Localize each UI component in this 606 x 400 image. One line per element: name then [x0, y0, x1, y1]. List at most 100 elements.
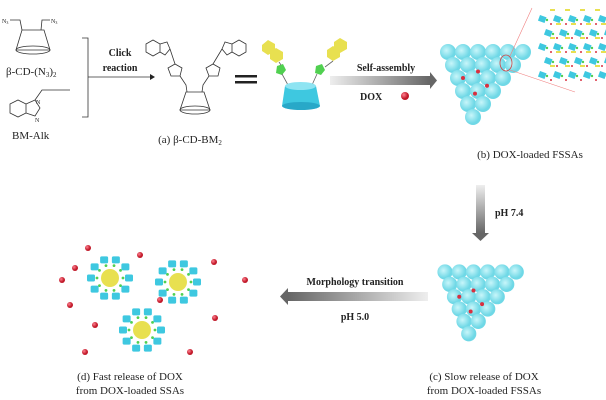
linker — [187, 288, 190, 292]
cd-unit — [100, 292, 109, 300]
dox-molecule — [586, 65, 588, 67]
bm-unit — [601, 23, 606, 25]
product-label: (a) β-CD-BM2 — [158, 134, 222, 147]
cd-unit — [588, 56, 598, 66]
linker — [104, 288, 108, 292]
sphere — [505, 57, 521, 73]
dox-molecule — [211, 259, 217, 265]
linker — [163, 280, 167, 284]
sphere — [475, 96, 491, 112]
morphology-transition-label: Morphology transition — [307, 277, 404, 288]
bm-unit — [571, 23, 576, 25]
cd-unit — [143, 308, 152, 316]
cd-unit — [597, 42, 606, 52]
sphere — [461, 326, 477, 342]
linker — [596, 32, 600, 36]
dox-molecule — [212, 315, 218, 321]
ph74-label: pH 7.4 — [495, 208, 523, 219]
linker — [112, 288, 116, 292]
micelle-core — [169, 273, 187, 291]
cd-unit — [158, 267, 167, 275]
sphere — [499, 276, 515, 292]
cd-unit — [597, 14, 606, 24]
dox-molecule — [137, 252, 143, 258]
sphere — [495, 70, 511, 86]
fast-release-sublabel: from DOX-loaded SSAs — [76, 385, 184, 397]
sphere — [455, 83, 471, 99]
linker — [130, 336, 133, 340]
cd-unit — [168, 296, 177, 304]
linker — [130, 320, 133, 324]
linker — [166, 272, 169, 276]
dox-molecule — [485, 83, 489, 88]
bm-unit — [586, 51, 591, 53]
sphere — [451, 301, 467, 317]
dox-molecule — [85, 245, 91, 251]
dox-molecule — [580, 51, 582, 53]
bm-unit — [550, 65, 555, 67]
sphere — [465, 109, 481, 125]
cd-unit — [143, 344, 152, 352]
fast-release-label: (d) Fast release of DOX — [77, 371, 183, 383]
cd-unit — [121, 285, 130, 293]
sphere — [437, 264, 453, 280]
sphere — [465, 264, 482, 280]
dox-molecule — [556, 37, 558, 39]
cd-unit — [119, 326, 127, 334]
linker — [551, 32, 555, 36]
beta-cd-bm2-structure — [145, 39, 247, 115]
sphere — [461, 289, 477, 305]
linker — [590, 74, 594, 78]
bm-alk-label: BM-Alk — [12, 130, 50, 142]
cd-unit — [132, 308, 141, 316]
sphere — [460, 96, 476, 112]
linker — [545, 18, 549, 22]
cd-unit — [111, 256, 120, 264]
cd-unit — [153, 337, 162, 345]
cd-unit — [552, 42, 562, 52]
equals-sign — [235, 75, 257, 84]
cd-unit — [157, 326, 165, 334]
cd-unit — [582, 71, 592, 80]
linker — [144, 316, 148, 320]
dox-molecule — [595, 23, 597, 25]
micelle-core — [101, 269, 119, 287]
reaction-label: reaction — [103, 63, 138, 74]
linker — [153, 328, 157, 332]
cd-unit — [122, 337, 131, 345]
linker — [590, 46, 594, 50]
slow-release-sublabel: from DOX-loaded FSSAs — [427, 385, 541, 397]
dox-molecule — [187, 349, 193, 355]
atom-n: N — [36, 100, 41, 106]
linker — [151, 320, 154, 324]
ph74-arrowhead — [472, 233, 489, 241]
ph50-arrowhead — [280, 288, 288, 305]
linker — [119, 284, 122, 288]
dox-loaded-fssa-cluster — [440, 44, 531, 125]
sphere — [480, 264, 496, 280]
cd-unit — [189, 267, 198, 275]
self-assembly-arrow — [330, 76, 430, 85]
cd-unit — [582, 42, 592, 52]
sphere — [475, 289, 491, 305]
dox-molecule — [565, 79, 567, 81]
linker — [545, 74, 549, 78]
micelle-core — [133, 321, 151, 339]
linker — [121, 276, 125, 280]
sphere — [500, 44, 516, 60]
cd-unit — [558, 28, 568, 38]
cd-unit — [552, 14, 562, 24]
bm-unit — [565, 9, 570, 11]
self-assembly-label: Self-assembly — [357, 63, 415, 74]
dox-molecule — [595, 51, 597, 53]
linker — [180, 292, 184, 296]
dox-molecule — [157, 297, 163, 303]
beta-cd-bm2-cartoon — [262, 38, 347, 110]
cd-unit — [573, 57, 583, 66]
cd-unit — [90, 263, 99, 271]
dox-molecule — [565, 51, 567, 53]
dox-molecule — [461, 76, 465, 80]
bm-unit — [556, 51, 561, 53]
bm-unit — [550, 9, 555, 11]
slow-release-label: (c) Slow release of DOX — [429, 371, 538, 383]
